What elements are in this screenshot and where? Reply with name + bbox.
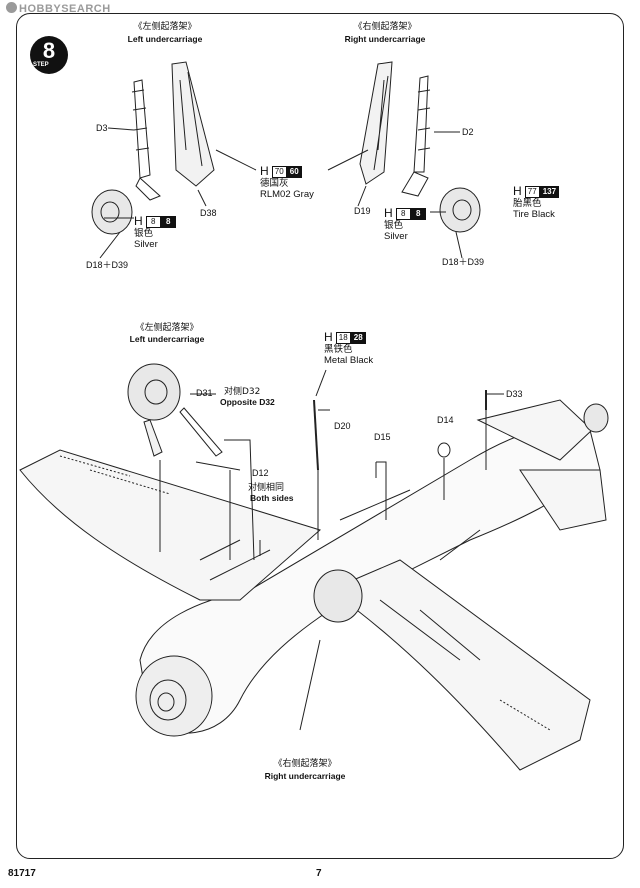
- main-right-title-en: Right undercarriage: [264, 771, 346, 781]
- paint-name-zh: 银色: [384, 220, 404, 231]
- paint-code-2: 60: [286, 166, 302, 178]
- right-wheel-top: [439, 187, 481, 233]
- paint-name-zh: 德国灰: [260, 178, 289, 189]
- paint-h-letter: H: [513, 184, 522, 198]
- paint-code-1: 8: [395, 208, 411, 220]
- paint-name-zh: 银色: [134, 228, 154, 239]
- main-right-title-zh: 《右侧起落架》: [273, 759, 337, 769]
- d20-antenna: [313, 399, 319, 471]
- d14-part: [437, 442, 451, 458]
- watermark-text: HOBBYSEARCH: [19, 3, 111, 15]
- paint-h-letter: H: [134, 214, 143, 228]
- right-wing-outline: [328, 559, 591, 771]
- main-wheel-right: [313, 569, 363, 623]
- paint-name-en: Metal Black: [324, 355, 374, 366]
- paint-h-letter: H: [324, 330, 333, 344]
- right-strut-oleo: [413, 75, 429, 173]
- top-left-title-zh: 《左侧起落架》: [133, 22, 197, 32]
- right-strut-cover: [359, 61, 393, 185]
- paint-h-letter: H: [384, 206, 393, 220]
- paint-h-letter: H: [260, 164, 269, 178]
- paint-name-en: Silver: [384, 231, 408, 242]
- left-strut-oleo: [133, 79, 151, 179]
- opposite-d32-en: Opposite D32: [220, 397, 275, 407]
- tail-wheel: [583, 403, 609, 433]
- part-d20: D20: [334, 421, 351, 431]
- main-left-title-en: Left undercarriage: [129, 334, 205, 344]
- paint-name-en: Silver: [134, 239, 158, 250]
- kit-number: 81717: [8, 868, 36, 879]
- paint-name-zh: 黑铁色: [324, 344, 353, 355]
- part-d18-d39-left: D18＋D39: [86, 260, 129, 270]
- both-sides-zh: 对侧相同: [248, 483, 285, 493]
- left-strut-cover: [171, 61, 215, 187]
- part-d19: D19: [354, 206, 371, 216]
- paint-code-2: 28: [350, 332, 366, 344]
- part-d31: D31: [196, 388, 213, 398]
- top-right-title-en: Right undercarriage: [344, 34, 426, 44]
- opposite-d32-zh: 对侧D32: [224, 387, 261, 397]
- part-d33: D33: [506, 389, 523, 399]
- step-number: 8: [42, 38, 56, 63]
- paint-code-2: 137: [539, 186, 560, 198]
- d15-part: [375, 461, 387, 478]
- part-d12: D12: [252, 468, 269, 478]
- part-d38: D38: [200, 208, 217, 218]
- paint-code-1: 18: [335, 332, 351, 344]
- both-sides-en: Both sides: [250, 493, 294, 503]
- page-frame: [16, 13, 624, 859]
- part-d14: D14: [437, 415, 454, 425]
- paint-code-1: 8: [145, 216, 161, 228]
- tail-stabilizer: [519, 469, 607, 531]
- paint-code-2: 8: [160, 216, 176, 228]
- paint-code-2: 8: [410, 208, 426, 220]
- step-label: STEP: [33, 62, 49, 68]
- watermark: HOBBYSEARCH: [6, 2, 111, 15]
- main-wheel-left: [127, 363, 181, 421]
- part-d2: D2: [462, 127, 474, 137]
- step-badge: 8 STEP: [30, 36, 68, 74]
- main-left-title-zh: 《左侧起落架》: [135, 323, 199, 333]
- paint-name-en: Tire Black: [513, 209, 555, 220]
- hobbysearch-logo-icon: [6, 2, 17, 13]
- top-right-title-zh: 《右侧起落架》: [353, 22, 417, 32]
- paint-name-en: RLM02 Gray: [260, 189, 314, 200]
- part-d3: D3: [96, 123, 108, 133]
- paint-code-1: 77: [524, 186, 540, 198]
- top-left-title-en: Left undercarriage: [127, 34, 203, 44]
- part-d15: D15: [374, 432, 391, 442]
- page-number: 7: [316, 868, 322, 879]
- paint-name-zh: 胎黑色: [513, 198, 542, 209]
- paint-code-1: 70: [271, 166, 287, 178]
- engine-cowl: [135, 655, 213, 737]
- left-wheel-top: [91, 189, 133, 235]
- part-d18-d39-right: D18＋D39: [442, 257, 485, 267]
